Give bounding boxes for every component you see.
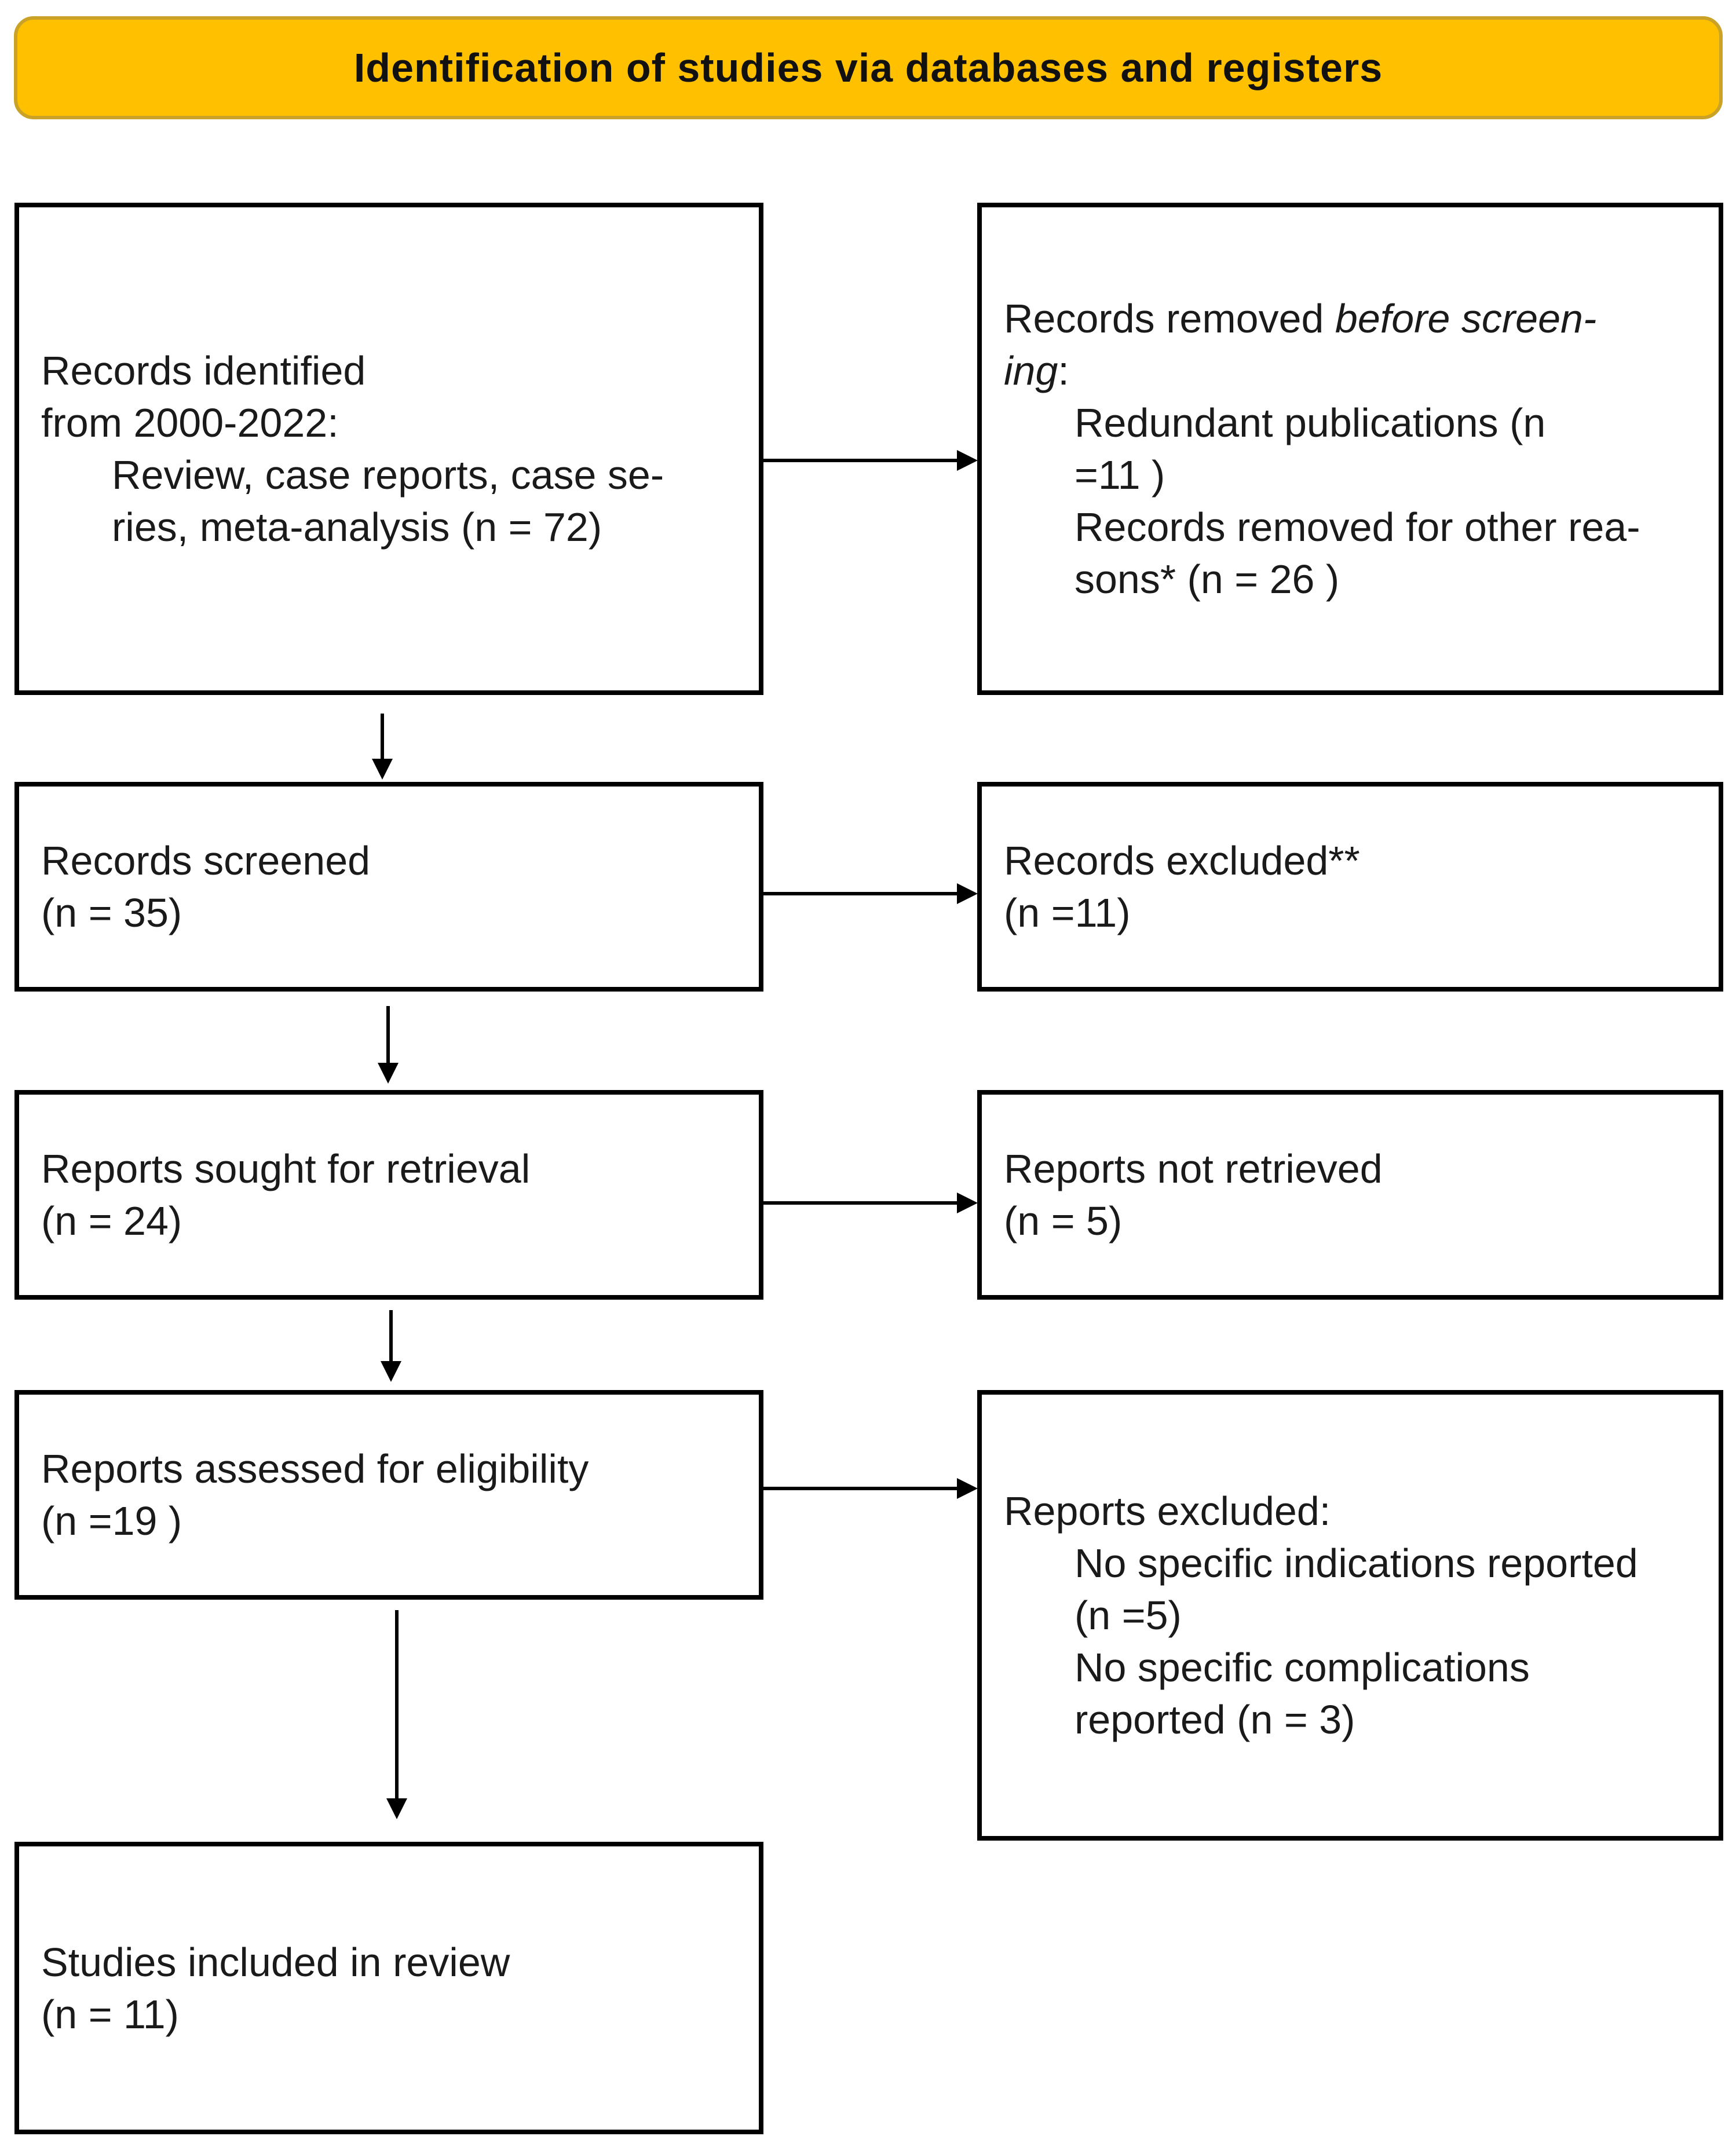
reports-not-retrieved-count: (n = 5): [1004, 1198, 1123, 1243]
records-screened-count: (n = 35): [41, 890, 182, 935]
records-screened-label: Records screened: [41, 838, 371, 883]
records-excluded-box: Records excluded** (n =11): [977, 782, 1723, 992]
reports-sought-label: Reports sought for retrieval: [41, 1146, 531, 1191]
studies-included-count: (n = 11): [41, 1991, 179, 2037]
records-removed-prefix: Records removed: [1004, 296, 1335, 341]
records-excluded-label: Records excluded**: [1004, 838, 1360, 883]
reports-not-retrieved-label: Reports not retrieved: [1004, 1146, 1383, 1191]
records-identified-line1: Records identified: [41, 348, 366, 393]
reports-sought-box: Reports sought for retrieval (n = 24): [14, 1090, 763, 1300]
records-identified-line4: ries, meta-analysis (n = 72): [112, 504, 602, 550]
reports-assessed-label: Reports assessed for eligibility: [41, 1446, 589, 1491]
no-indications-line2: (n =5): [1075, 1593, 1182, 1638]
identification-header: Identification of studies via databases …: [14, 16, 1723, 119]
reports-excluded-label: Reports excluded:: [1004, 1488, 1331, 1534]
records-removed-italic2: ing: [1004, 348, 1058, 393]
reports-assessed-count: (n =19 ): [41, 1498, 182, 1544]
reports-not-retrieved-box: Reports not retrieved (n = 5): [977, 1090, 1723, 1300]
reports-sought-count: (n = 24): [41, 1198, 182, 1243]
records-identified-line3: Review, case reports, case se-: [112, 452, 664, 498]
records-identified-box: Records identified from 2000-2022: Revie…: [14, 203, 763, 695]
no-complications-line2: reported (n = 3): [1075, 1697, 1355, 1742]
no-indications-line1: No specific indications reported: [1075, 1541, 1638, 1586]
records-removed-line1: Records removed before screen-: [1004, 292, 1705, 345]
header-title: Identification of studies via databases …: [353, 45, 1383, 90]
records-screened-box: Records screened (n = 35): [14, 782, 763, 992]
redundant-publications-line1: Redundant publications (n: [1075, 400, 1546, 445]
reports-excluded-box: Reports excluded: No specific indication…: [977, 1390, 1723, 1841]
other-reasons-line2: sons* (n = 26 ): [1075, 557, 1340, 602]
reports-assessed-box: Reports assessed for eligibility (n =19 …: [14, 1390, 763, 1600]
records-removed-box: Records removed before screen- ing: Redu…: [977, 203, 1723, 695]
records-excluded-count: (n =11): [1004, 890, 1131, 935]
studies-included-box: Studies included in review (n = 11): [14, 1842, 763, 2134]
records-removed-line2: ing:: [1004, 345, 1705, 397]
studies-included-label: Studies included in review: [41, 1939, 510, 1985]
records-removed-italic1: before screen-: [1335, 296, 1597, 341]
no-complications-line1: No specific complications: [1075, 1645, 1530, 1690]
other-reasons-line1: Records removed for other rea-: [1075, 504, 1640, 550]
redundant-publications-line2: =11 ): [1075, 452, 1165, 498]
records-identified-line2: from 2000-2022:: [41, 400, 339, 445]
records-removed-colon: :: [1058, 348, 1069, 393]
